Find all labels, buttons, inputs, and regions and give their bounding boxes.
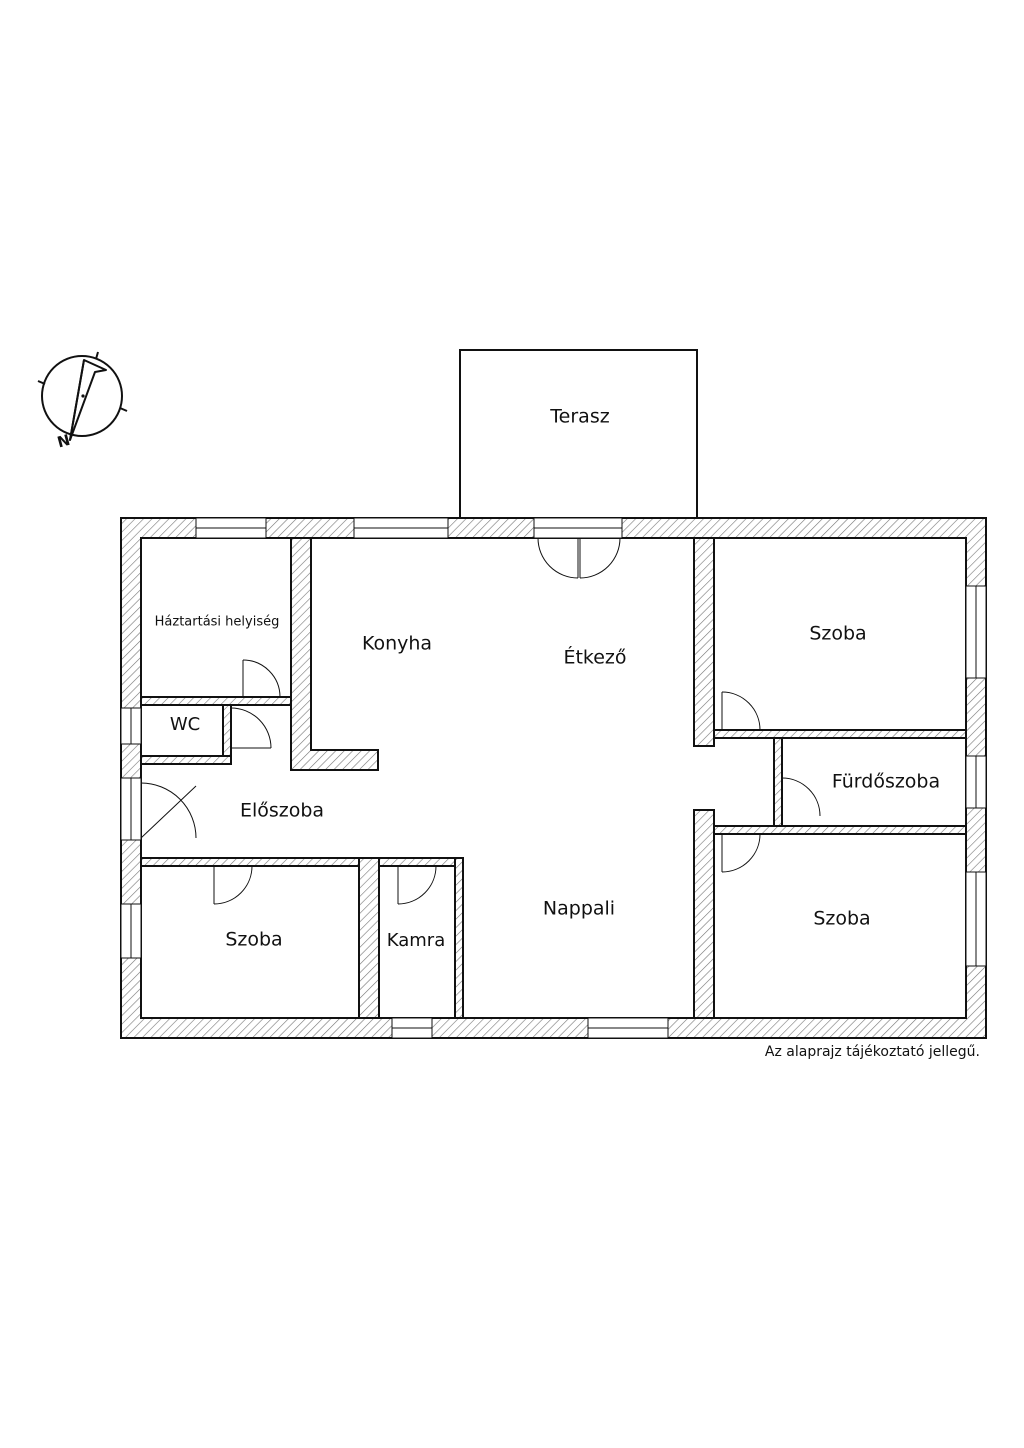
room-labels: Terasz Háztartási helyiség Konyha Étkező… — [155, 406, 941, 952]
room-szoba-se: Szoba — [813, 908, 870, 930]
compass-icon: N — [37, 351, 128, 452]
room-eloszoba: Előszoba — [240, 800, 324, 822]
compass-letter: N — [55, 431, 72, 452]
room-furdoszoba: Fürdőszoba — [832, 771, 940, 793]
room-szoba-sw: Szoba — [225, 929, 282, 951]
room-etkezo: Étkező — [563, 646, 626, 669]
room-kamra: Kamra — [387, 930, 445, 951]
room-konyha: Konyha — [362, 633, 432, 655]
room-nappali: Nappali — [543, 898, 615, 920]
terrace — [459, 349, 698, 521]
room-szoba-ne: Szoba — [809, 623, 866, 645]
disclaimer-note: Az alaprajz tájékoztató jellegű. — [765, 1044, 980, 1060]
room-wc: WC — [170, 714, 200, 735]
doors — [140, 537, 821, 905]
interior-walls — [140, 537, 967, 1019]
windows — [120, 517, 987, 1039]
room-haztartasi: Háztartási helyiség — [155, 615, 280, 630]
room-terasz: Terasz — [549, 406, 609, 428]
